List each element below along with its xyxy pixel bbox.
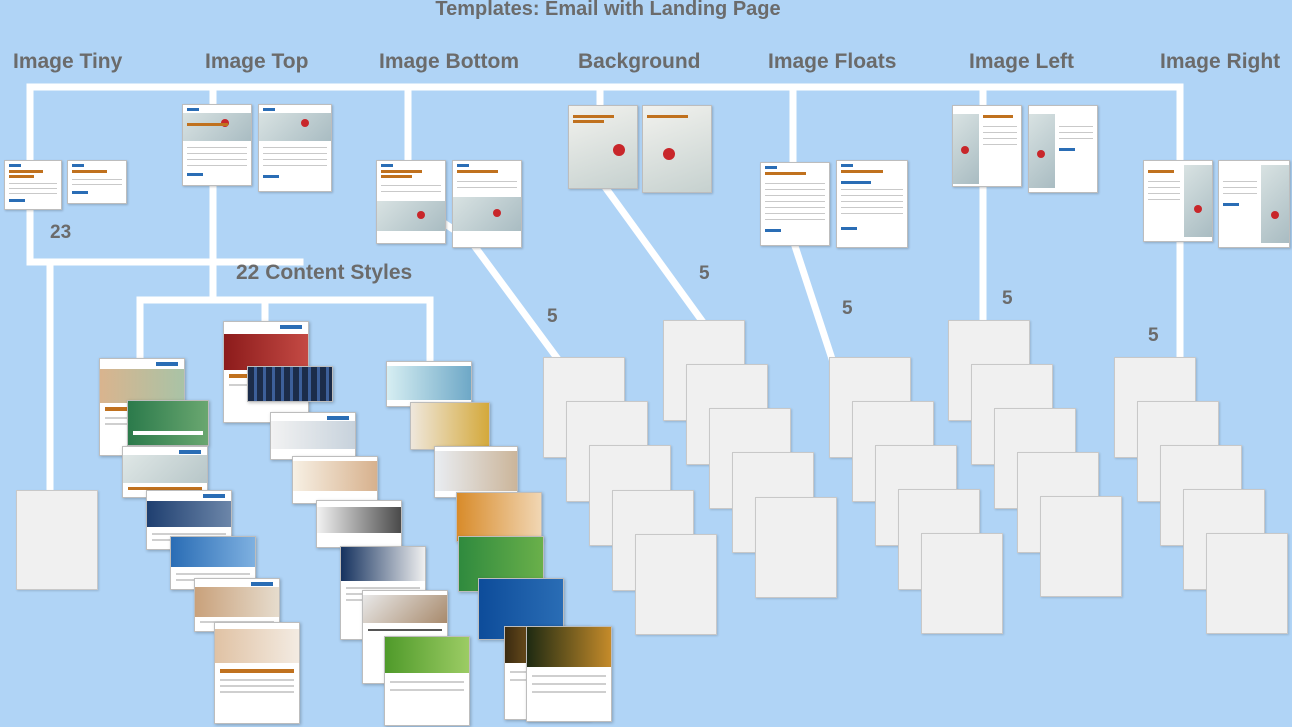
count-image-tiny: 23	[50, 222, 72, 243]
count-image-left: 5	[1002, 288, 1013, 309]
template-placeholder[interactable]	[921, 533, 1003, 634]
category-image-floats: Image Floats	[768, 50, 897, 73]
category-image-bottom: Image Bottom	[379, 50, 520, 73]
email-thumbnail[interactable]	[760, 162, 830, 246]
email-thumbnail[interactable]	[376, 160, 446, 244]
content-style-card[interactable]	[292, 456, 378, 504]
content-style-card[interactable]	[434, 446, 518, 498]
content-style-card[interactable]	[247, 366, 333, 402]
content-style-card[interactable]	[214, 622, 300, 724]
template-placeholder[interactable]	[755, 497, 837, 598]
email-thumbnail[interactable]	[182, 104, 252, 186]
email-thumbnail[interactable]	[4, 160, 62, 210]
content-style-card[interactable]	[122, 446, 208, 498]
landing-page-thumbnail[interactable]	[1218, 160, 1290, 248]
landing-page-thumbnail[interactable]	[258, 104, 332, 192]
category-image-right: Image Right	[1160, 50, 1281, 73]
category-image-top: Image Top	[205, 50, 309, 73]
content-style-card[interactable]	[386, 361, 472, 407]
content-styles-label: 22 Content Styles	[236, 261, 413, 284]
email-thumbnail[interactable]	[1143, 160, 1213, 242]
diagram-title: Templates: Email with Landing Page	[435, 0, 781, 20]
category-image-left: Image Left	[969, 50, 1075, 73]
template-placeholder[interactable]	[16, 490, 98, 590]
count-image-right: 5	[1148, 325, 1159, 346]
landing-page-thumbnail[interactable]	[642, 105, 712, 193]
content-style-card[interactable]	[316, 500, 402, 548]
landing-page-thumbnail[interactable]	[836, 160, 908, 248]
template-placeholder[interactable]	[635, 534, 717, 635]
template-placeholder[interactable]	[1206, 533, 1288, 634]
landing-page-thumbnail[interactable]	[67, 160, 127, 204]
content-style-card[interactable]	[270, 412, 356, 460]
count-image-floats: 5	[842, 298, 853, 319]
category-image-tiny: Image Tiny	[13, 50, 123, 73]
content-style-card[interactable]	[456, 492, 542, 542]
content-style-card[interactable]	[526, 626, 612, 722]
content-style-card[interactable]	[127, 400, 209, 446]
content-style-card[interactable]	[410, 402, 490, 450]
template-placeholder[interactable]	[1040, 496, 1122, 597]
category-background: Background	[578, 50, 701, 73]
email-thumbnail[interactable]	[568, 105, 638, 189]
landing-page-thumbnail[interactable]	[1028, 105, 1098, 193]
content-style-card[interactable]	[384, 636, 470, 726]
count-image-bottom: 5	[547, 306, 558, 327]
count-background: 5	[699, 263, 710, 284]
landing-page-thumbnail[interactable]	[452, 160, 522, 248]
email-thumbnail[interactable]	[952, 105, 1022, 187]
